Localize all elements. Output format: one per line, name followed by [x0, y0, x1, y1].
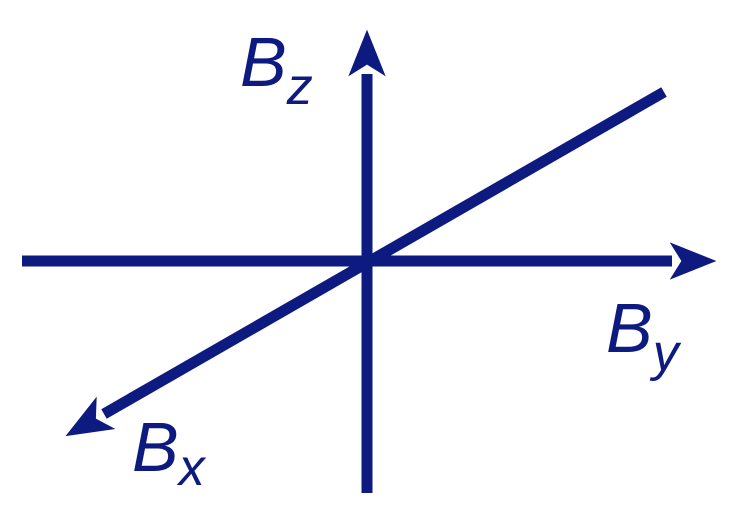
- bx-axis-label: Bx: [132, 408, 207, 497]
- by-label-subscript: y: [650, 324, 682, 382]
- bz-axis-label: Bz: [240, 23, 313, 116]
- bz-label-base: B: [240, 23, 287, 101]
- by-label-base: B: [606, 289, 653, 367]
- bx-label-base: B: [132, 408, 179, 486]
- bx-label-subscript: x: [176, 439, 207, 497]
- bx-axis-line: [65, 87, 667, 437]
- by-axis-label: By: [606, 289, 682, 382]
- bz-label-subscript: z: [286, 58, 313, 116]
